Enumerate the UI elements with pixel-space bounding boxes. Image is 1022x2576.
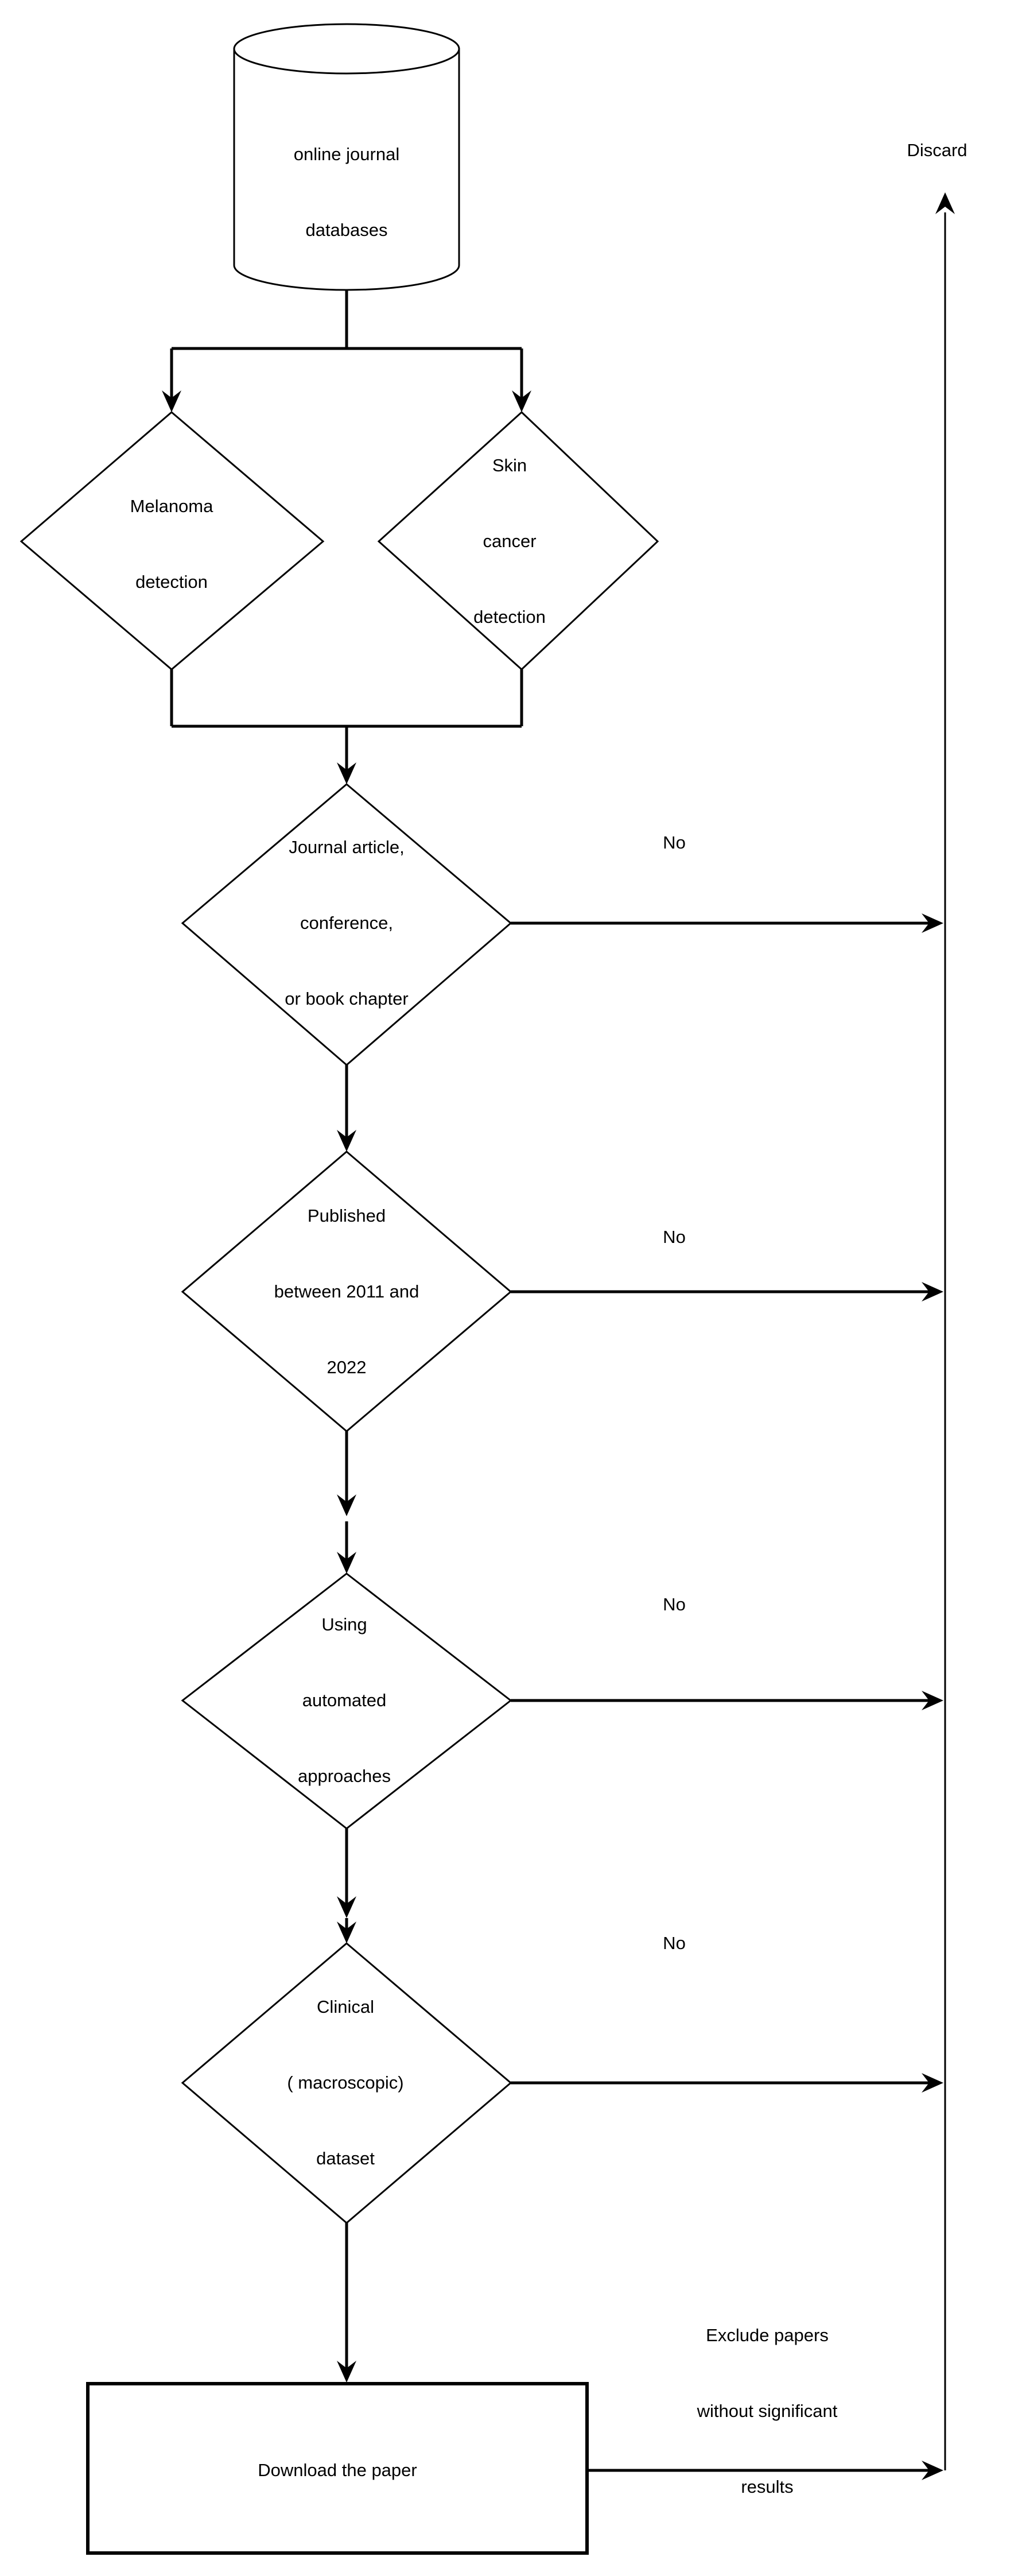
source-cylinder-label: online journal databases <box>294 91 399 293</box>
decision-type-label: Journal article, conference, or book cha… <box>285 784 408 1062</box>
download-box-shape <box>86 2382 589 2555</box>
decision-year-line3: 2022 <box>327 1357 367 1378</box>
decision-method-line3: approaches <box>297 1766 391 1787</box>
skincancer-label-line3: detection <box>473 607 546 627</box>
melanoma-diamond-label: Melanoma detection <box>130 443 213 645</box>
decision-method-line2: automated <box>302 1690 387 1710</box>
decision-type-line2: conference, <box>300 912 393 933</box>
source-label-line1: online journal <box>293 144 400 164</box>
decision-type-line3: or book chapter <box>285 989 409 1009</box>
edge-label-no-3: No <box>663 1594 686 1614</box>
decision-dataset-line3: dataset <box>316 2148 375 2169</box>
edge-label-no-2: No <box>663 1226 686 1247</box>
edge-label-no-4: No <box>663 1932 686 1953</box>
edge-label-exclude: Exclude papers without significant resul… <box>697 2272 838 2550</box>
decision-dataset-line2: ( macroscopic) <box>287 2072 404 2093</box>
decision-year-line2: between 2011 and <box>274 1281 419 1301</box>
skincancer-label-line1: Skin <box>492 455 527 475</box>
melanoma-label-line2: detection <box>135 572 208 592</box>
arrowhead-discard <box>935 192 955 214</box>
source-cylinder-shape <box>233 23 460 291</box>
download-box-label: Download the paper <box>258 2459 417 2480</box>
skincancer-label-line2: cancer <box>483 530 537 551</box>
decision-year-label: Published between 2011 and 2022 <box>274 1153 419 1431</box>
melanoma-label-line1: Melanoma <box>130 495 213 516</box>
decision-method-line1: Using <box>321 1614 367 1634</box>
discard-label: Discard <box>907 140 967 160</box>
source-label-line2: databases <box>305 220 388 241</box>
decision-dataset-line1: Clinical <box>317 1996 374 2017</box>
exclude-line1: Exclude papers <box>706 2325 829 2345</box>
exclude-line3: results <box>741 2477 794 2497</box>
exclude-line2: without significant <box>697 2400 838 2421</box>
decision-year-line1: Published <box>307 1205 386 1226</box>
edge-label-no-1: No <box>663 832 686 853</box>
skincancer-diamond-label: Skin cancer detection <box>473 402 546 680</box>
decision-type-line1: Journal article, <box>289 836 405 857</box>
decision-method-label: Using automated approaches <box>298 1562 391 1839</box>
decision-dataset-label: Clinical ( macroscopic) dataset <box>287 1944 403 2222</box>
